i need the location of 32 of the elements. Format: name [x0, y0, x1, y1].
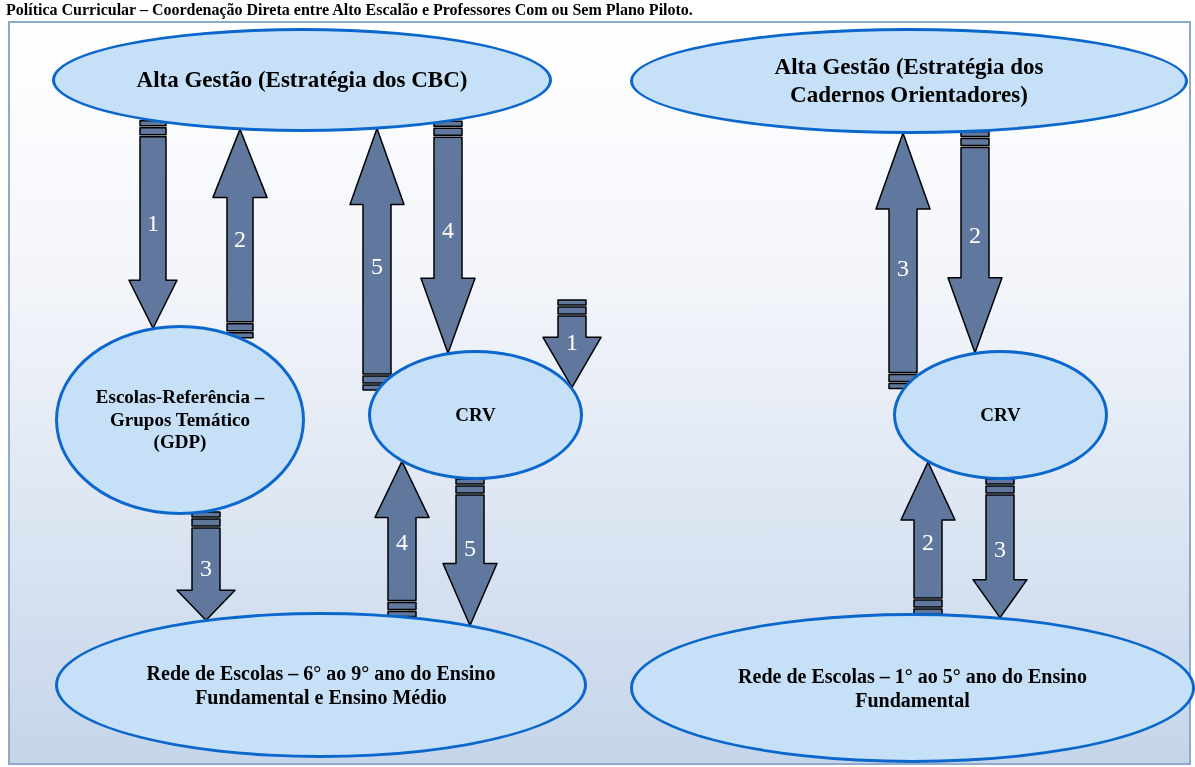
block-arrow — [875, 132, 931, 390]
node-label: CRV — [455, 403, 496, 427]
block-arrow — [212, 128, 268, 339]
arrow-number: 2 — [969, 223, 981, 248]
block-arrow — [128, 120, 178, 329]
arrow-number: 3 — [994, 536, 1006, 561]
node-label: Alta Gestão (Estratégia dos CBC) — [136, 66, 468, 94]
arrow-number: 1 — [147, 210, 159, 235]
block-arrow — [176, 511, 236, 621]
block-arrow — [947, 130, 1003, 354]
arrow-number: 5 — [464, 535, 476, 560]
node-label: CRV — [980, 403, 1021, 427]
arrow-number: 2 — [922, 529, 934, 554]
node-label: Rede de Escolas – 1° ao 5° ano do Ensino Fundamental — [737, 664, 1088, 712]
block-arrow — [542, 299, 602, 389]
arrow-number: 4 — [442, 218, 454, 243]
block-arrow — [374, 460, 430, 618]
block-arrow — [972, 478, 1028, 619]
arrow-number: 4 — [396, 530, 408, 555]
block-arrow — [900, 461, 956, 615]
block-arrow — [349, 127, 405, 391]
node-label: Alta Gestão (Estratégia dos Cadernos Orientadores) — [773, 53, 1045, 109]
node-label: Rede de Escolas – 6° ao 9° ano do Ensino Fundamental e Ensino Médio — [145, 661, 497, 709]
block-arrow — [420, 120, 476, 354]
arrow-number: 5 — [371, 254, 383, 279]
arrow-number: 2 — [234, 227, 246, 252]
block-arrow — [442, 478, 498, 627]
node-label: Escolas-Referência – Grupos Temático (GDP) — [94, 385, 266, 455]
arrow-number: 3 — [897, 256, 909, 280]
arrow-number: 1 — [566, 329, 578, 354]
title: Política Curricular – Coordenação Direta entre Alto Escalão e Professores Com ou Sem Plano Piloto. — [6, 1, 693, 19]
arrow-number: 3 — [200, 556, 212, 581]
